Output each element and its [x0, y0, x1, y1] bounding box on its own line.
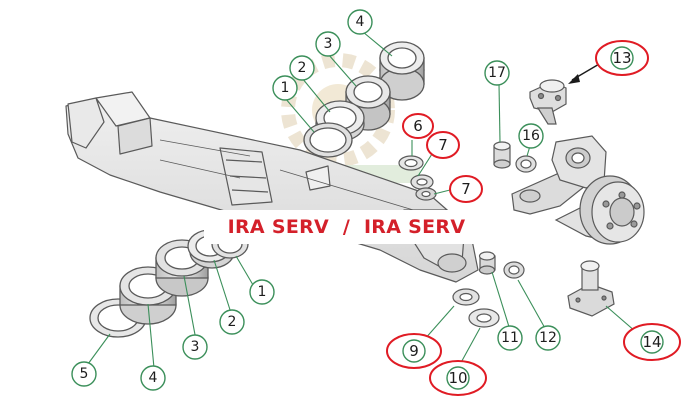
callout-2-bottom: 2 — [219, 309, 245, 335]
svg-text:1: 1 — [281, 80, 290, 96]
callout-9: 9 — [386, 333, 442, 369]
svg-text:3: 3 — [191, 339, 200, 355]
svg-text:13: 13 — [612, 49, 631, 67]
svg-text:6: 6 — [413, 117, 423, 135]
pin-17 — [493, 141, 511, 169]
callout-11: 11 — [497, 325, 523, 351]
callout-7-a: 7 — [426, 131, 460, 159]
callout-17: 17 — [484, 60, 510, 86]
svg-text:1: 1 — [258, 284, 267, 300]
svg-text:14: 14 — [642, 333, 661, 351]
kingpin-14 — [567, 260, 615, 317]
svg-text:10: 10 — [448, 369, 467, 387]
bottom-bearing-stack — [89, 229, 249, 338]
callout-3-bottom: 3 — [182, 334, 208, 360]
callout-6: 6 — [402, 113, 434, 139]
callout-10: 10 — [429, 360, 487, 396]
svg-text:7: 7 — [461, 180, 471, 198]
callout-12: 12 — [535, 325, 561, 351]
callout-4-bottom: 4 — [140, 365, 166, 391]
pin-11 — [478, 251, 496, 275]
cap-13 — [529, 79, 567, 125]
callout-1-top: 1 — [272, 75, 298, 101]
svg-text:9: 9 — [409, 342, 419, 360]
callout-3-top: 3 — [315, 31, 341, 57]
svg-text:17: 17 — [488, 65, 506, 81]
right-parts — [493, 79, 645, 245]
callout-16: 16 — [518, 123, 544, 149]
svg-text:7: 7 — [438, 136, 448, 154]
top-bearing-3 — [345, 75, 391, 131]
callout-4-top: 4 — [347, 9, 373, 35]
small-washers — [398, 155, 437, 201]
callout-14: 14 — [623, 323, 681, 361]
wheel-hub — [579, 175, 645, 245]
callout-1-bottom: 1 — [249, 279, 275, 305]
callout-13: 13 — [595, 40, 649, 76]
svg-text:3: 3 — [324, 36, 333, 52]
bush-12 — [503, 261, 525, 279]
watermark-banner: IRA SERV / IRA SERV — [204, 210, 489, 244]
callouts: 1 2 3 4 6 7 7 13 17 16 1 2 3 4 5 9 10 11… — [71, 9, 681, 396]
svg-text:2: 2 — [298, 60, 307, 76]
callout-2-top: 2 — [289, 55, 315, 81]
bush-16 — [515, 155, 537, 173]
top-bearing-1 — [303, 122, 353, 158]
svg-text:12: 12 — [539, 330, 557, 346]
callout-5: 5 — [71, 361, 97, 387]
top-bearing-stack — [303, 41, 425, 158]
callout-7-b: 7 — [449, 175, 483, 203]
svg-text:4: 4 — [149, 370, 158, 386]
svg-text:5: 5 — [80, 366, 89, 382]
bottom-bearing-3 — [155, 239, 209, 297]
lower-right-parts — [452, 251, 615, 328]
svg-text:11: 11 — [501, 330, 519, 346]
svg-text:16: 16 — [522, 128, 540, 144]
svg-text:4: 4 — [356, 14, 365, 30]
svg-text:2: 2 — [228, 314, 237, 330]
